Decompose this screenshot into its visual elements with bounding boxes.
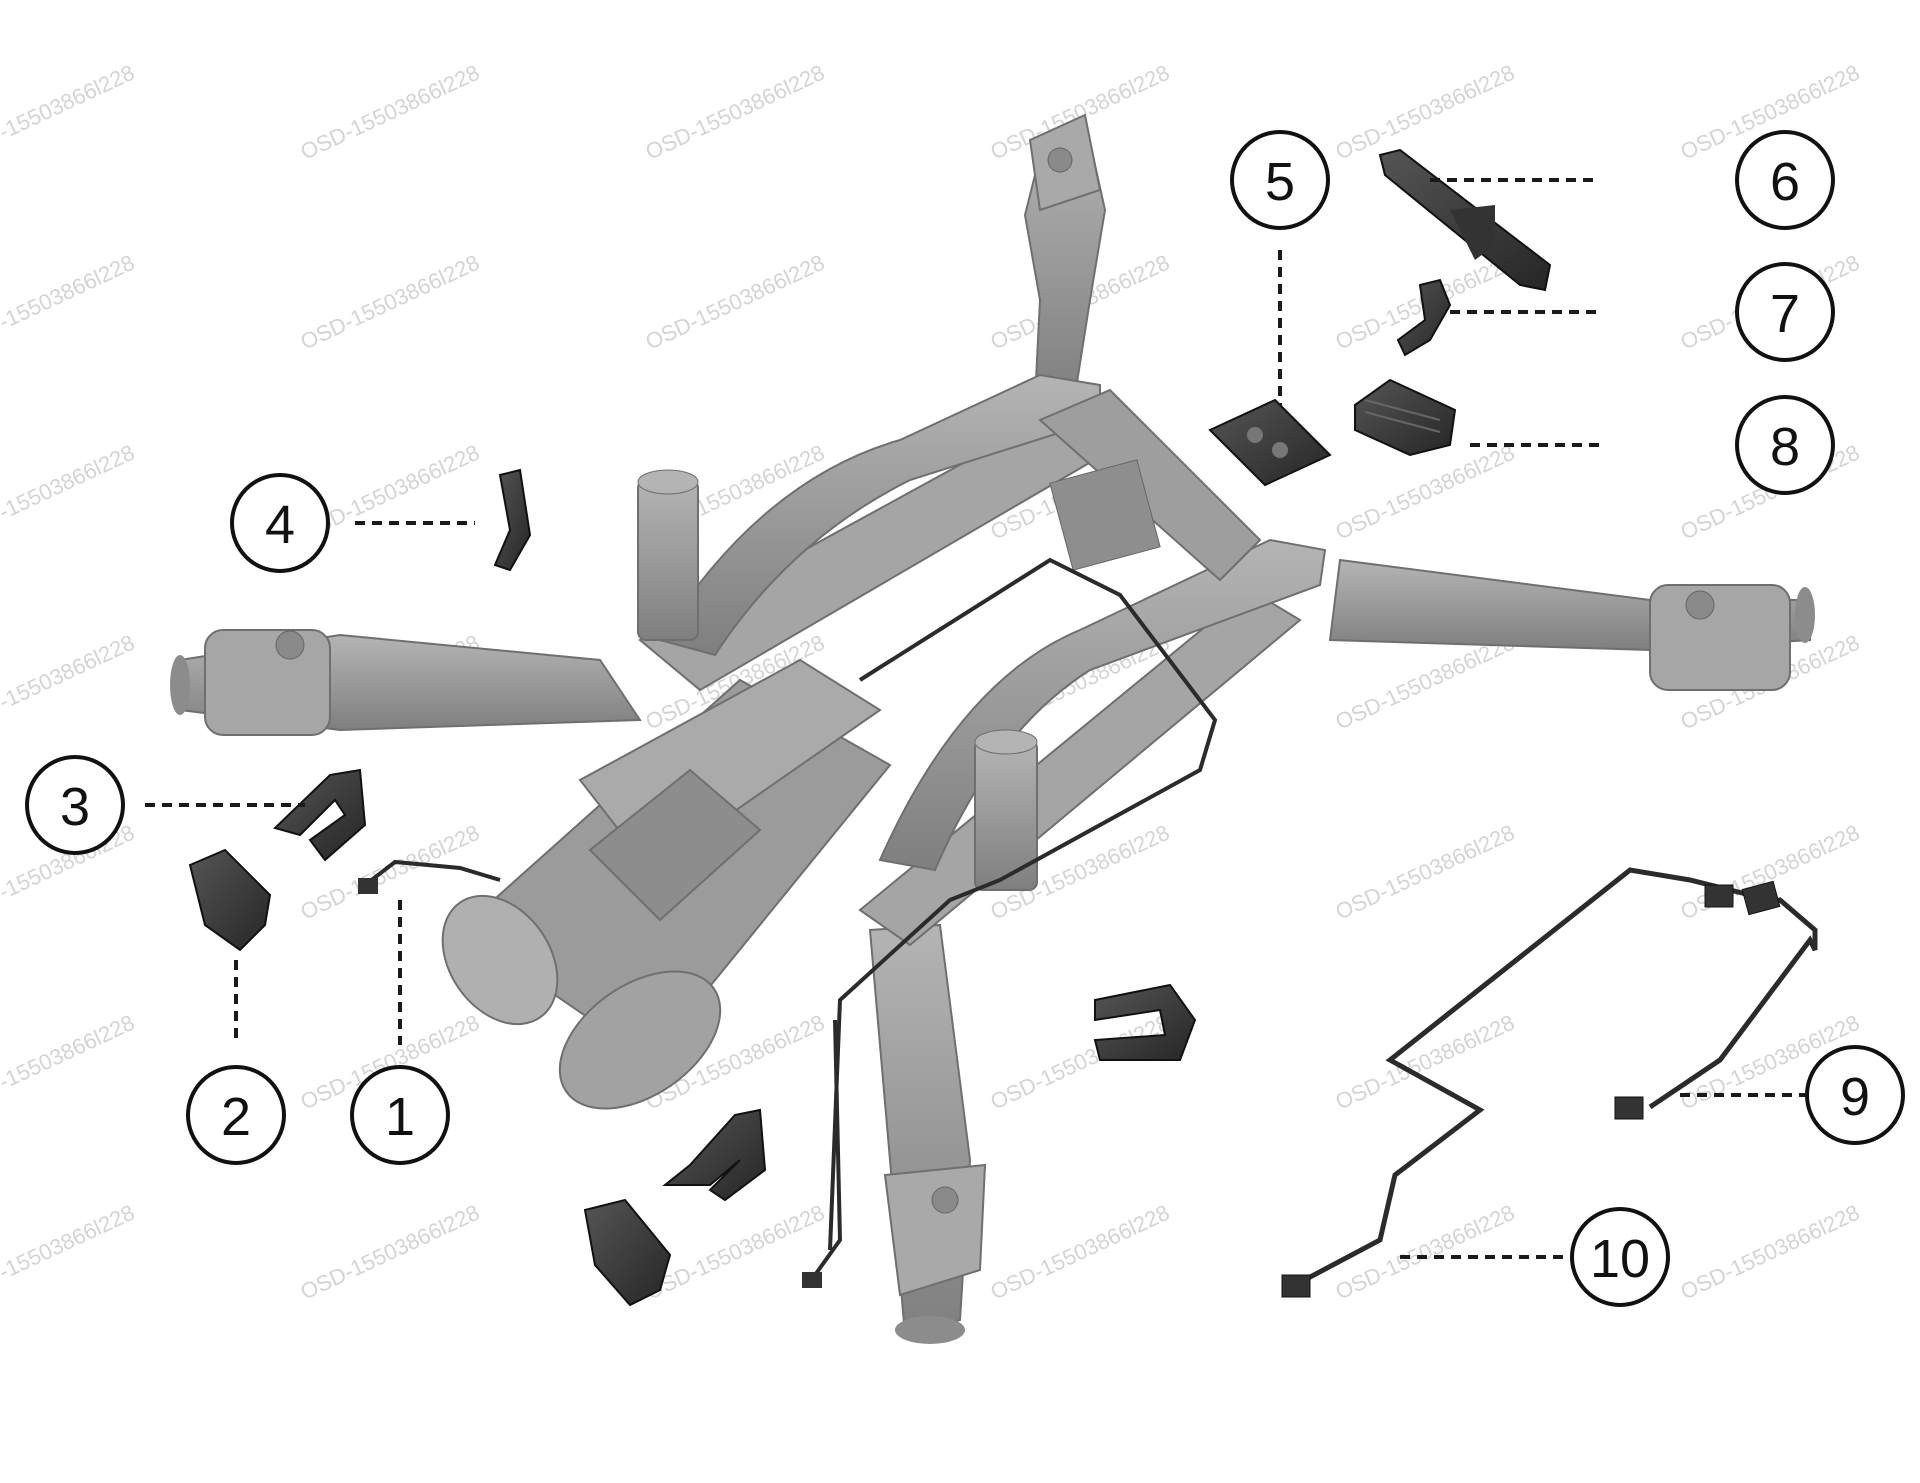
callout-number: 6 [1770, 152, 1800, 212]
callout-number: 4 [265, 495, 295, 555]
watermark-text: OSD-15503866l228 [1332, 820, 1519, 925]
esc-module-part [1354, 378, 1457, 457]
rear-bracket-part [1378, 148, 1552, 292]
motor-cooling-cover-lower [583, 1198, 672, 1307]
motor-mount-bracket-lower [662, 1108, 767, 1202]
callout-9: 9 [1805, 1045, 1905, 1145]
watermark-text: OSD-15503866l228 [0, 60, 138, 165]
motor-cable-short-part [358, 859, 501, 894]
callout-circle [1570, 1207, 1670, 1307]
callout-circle [1735, 262, 1835, 362]
arm-clamp-lower [1093, 983, 1197, 1061]
arm-bottom [868, 923, 987, 1344]
watermark-text: OSD-15503866l228 [642, 1200, 829, 1305]
callout-circle [230, 473, 330, 573]
callout-3: 3 [25, 755, 125, 855]
arm-left [170, 629, 642, 736]
drone-frame [170, 113, 1815, 1344]
watermark-text: OSD-15503866l228 [297, 250, 484, 355]
callout-8: 8 [1735, 395, 1835, 495]
rear-crossbar [1038, 388, 1262, 582]
callout-circle [1735, 395, 1835, 495]
callout-circle [350, 1065, 450, 1165]
small-connector-bracket-part [1396, 278, 1452, 357]
callout-circle [25, 755, 125, 855]
watermark-text: OSD-15503866l228 [642, 60, 829, 165]
watermark-text: OSD-15503866l228 [1677, 1200, 1864, 1305]
motor-cable-lower [802, 1019, 843, 1288]
callout-number: 8 [1770, 417, 1800, 477]
callout-number: 2 [221, 1087, 251, 1147]
watermark-text: OSD-15503866l228 [642, 250, 829, 355]
watermark-text: OSD-15503866l228 [0, 1010, 138, 1115]
callout-number: 1 [385, 1087, 415, 1147]
watermark-text: OSD-15503866l228 [0, 1200, 138, 1305]
callout-circle [1805, 1045, 1905, 1145]
watermark-text: OSD-15503866l228 [297, 1200, 484, 1305]
motor-cooling-cover-part [188, 848, 272, 952]
callout-5: 5 [1230, 130, 1330, 230]
arm-clamp-part [493, 468, 532, 572]
callout-number: 3 [60, 777, 90, 837]
leader-lines [145, 178, 1808, 1259]
callout-number: 9 [1840, 1067, 1870, 1127]
watermark-text: OSD-15503866l228 [1332, 60, 1519, 165]
battery-body [441, 658, 892, 1110]
callout-number: 10 [1590, 1229, 1650, 1289]
mounting-plate-part [1208, 398, 1332, 487]
watermark-text: OSD-15503866l228 [1332, 1010, 1519, 1115]
handle-lower [878, 538, 1327, 872]
watermark-text: OSD-15503866l228 [297, 60, 484, 165]
watermark-text: OSD-15503866l228 [0, 630, 138, 735]
callout-6: 6 [1735, 130, 1835, 230]
callout-1: 1 [350, 1065, 450, 1165]
watermark-text: OSD-15503866l228 [1332, 440, 1519, 545]
callout-number: 7 [1770, 284, 1800, 344]
cable-assembly [1281, 867, 1818, 1298]
callout-number: 5 [1265, 152, 1295, 212]
arm-top [1023, 113, 1107, 402]
callout-markers: 1 2 3 4 5 6 7 8 9 10 [25, 130, 1905, 1307]
rail-lower [858, 588, 1302, 947]
callout-7: 7 [1735, 262, 1835, 362]
arm-right [1328, 558, 1815, 691]
callout-2: 2 [186, 1065, 286, 1165]
post-right [974, 729, 1038, 891]
callout-circle [1735, 130, 1835, 230]
callout-10: 10 [1570, 1207, 1670, 1307]
watermark-text: OSD-15503866l228 [987, 1200, 1174, 1305]
callout-circle [186, 1065, 286, 1165]
watermark-text: OSD-15503866l228 [987, 1010, 1174, 1115]
watermark-text: OSD-15503866l228 [0, 250, 138, 355]
callout-4: 4 [230, 473, 330, 573]
handle-upper [658, 373, 1101, 657]
post-left [637, 469, 699, 641]
motor-mount-bracket-part [273, 768, 367, 862]
watermark-text: OSD-15503866l228 [0, 440, 138, 545]
frame-cable [828, 557, 1218, 1251]
callout-circle [1230, 130, 1330, 230]
